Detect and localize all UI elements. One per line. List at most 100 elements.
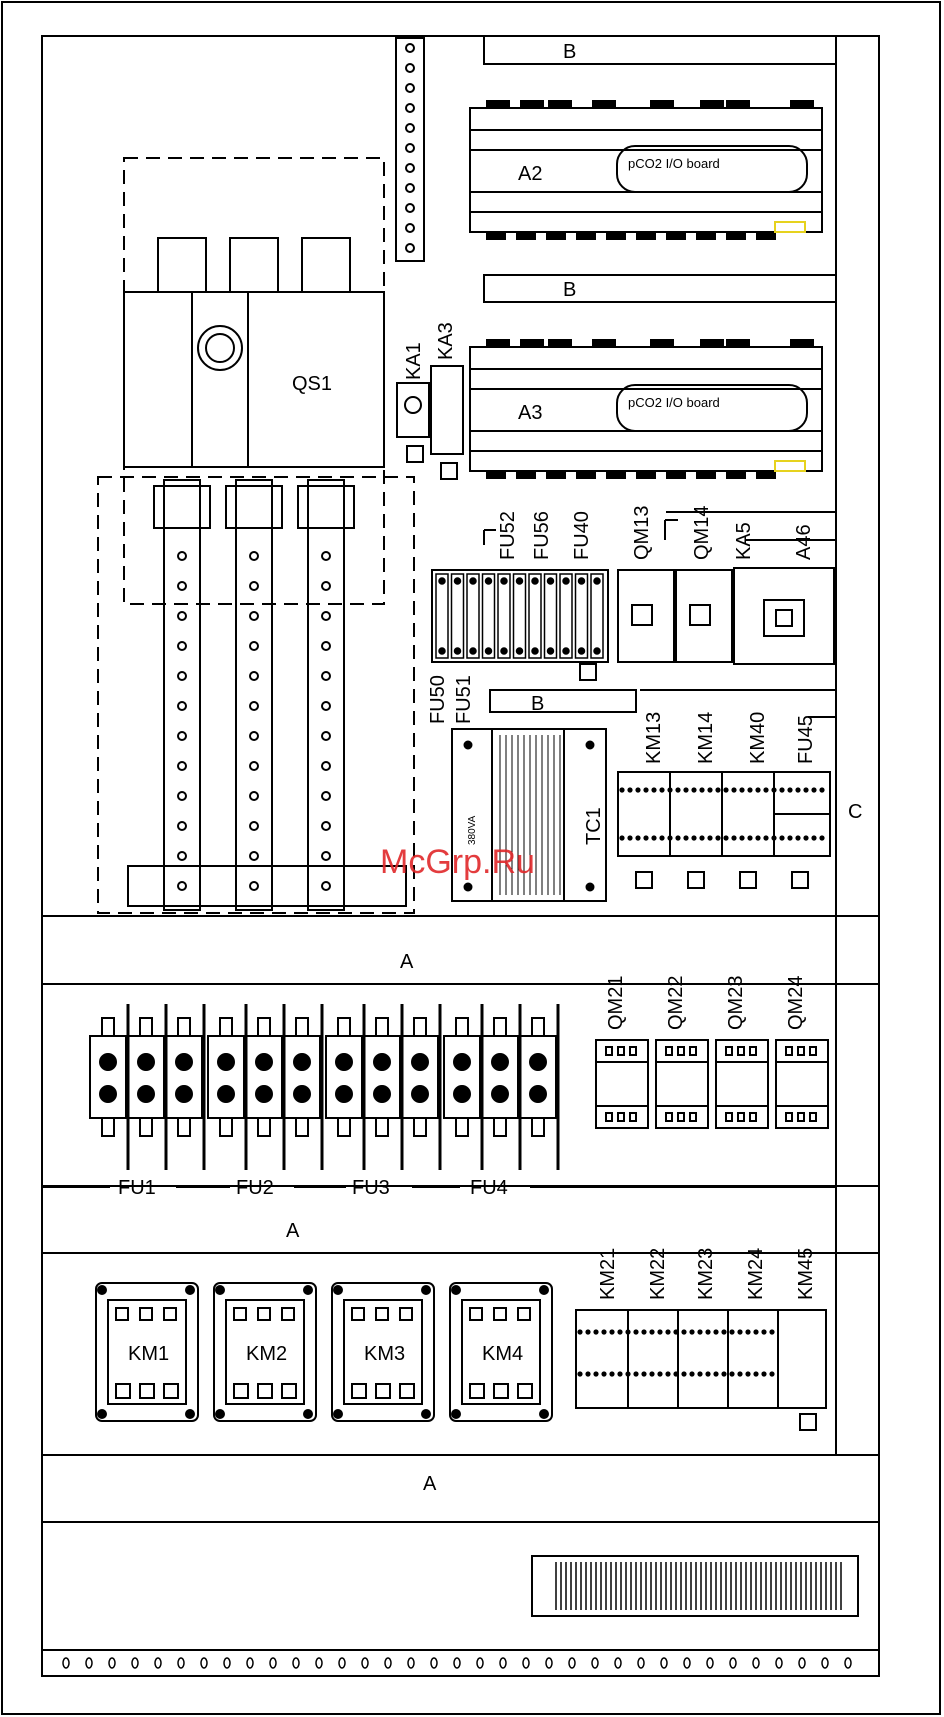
duct-label-a-3: A: [423, 1473, 437, 1495]
contact-dot: [729, 1329, 734, 1334]
mount-screw: [464, 883, 472, 891]
contactor-row-bottom-label: KM24: [745, 1248, 767, 1300]
fuse-top-lug: [532, 1018, 544, 1036]
busbar-hole: [322, 732, 330, 740]
contact-dot: [753, 1329, 758, 1334]
busbar-hole: [250, 822, 258, 830]
fuse-terminal: [486, 648, 492, 654]
contact-dot: [745, 1371, 750, 1376]
contactor-terminal: [116, 1384, 130, 1398]
busbar-hole: [178, 582, 186, 590]
fuse-terminal: [256, 1086, 272, 1102]
breaker-terminal: [678, 1047, 684, 1055]
rail-hole: [132, 1658, 138, 1668]
busbar-hole: [322, 552, 330, 560]
busbar: [236, 480, 272, 910]
main-switch-label: QS1: [292, 373, 332, 395]
fuse-holder: [246, 1036, 282, 1118]
rail-hole: [615, 1658, 621, 1668]
contactor-row-top-label: KM14: [695, 712, 717, 764]
contact-dot: [593, 1371, 598, 1376]
contactor-terminal: [140, 1308, 152, 1320]
fuse-top-lug: [338, 1018, 350, 1036]
fuse-holder: [482, 1036, 518, 1118]
fuse-module: [483, 574, 495, 658]
fuse-group-fu4: FU4: [470, 1177, 508, 1199]
transformer-label: TC1: [583, 807, 605, 845]
fuse-terminal: [176, 1054, 192, 1070]
contact-dot: [803, 787, 808, 792]
contactor-row-bottom-label: KM45: [795, 1248, 817, 1300]
breaker-terminal: [666, 1047, 672, 1055]
contact-dot: [635, 787, 640, 792]
contact-dot: [761, 1371, 766, 1376]
fuse-module: [514, 574, 526, 658]
busbar-hole: [250, 792, 258, 800]
duct-b-1: [484, 36, 836, 64]
contactor-terminal: [352, 1384, 366, 1398]
fuse-module: [576, 574, 588, 658]
fuse-holder: [284, 1036, 320, 1118]
contact-dot: [739, 835, 744, 840]
fuse-module: [529, 574, 541, 658]
fuse-top-lug: [102, 1018, 114, 1036]
busbar-hole: [250, 642, 258, 650]
mount-square: [688, 872, 704, 888]
upper-device-label: A46: [793, 524, 815, 560]
fuse-top-lug: [220, 1018, 232, 1036]
contactor-terminal: [400, 1384, 414, 1398]
contactor-terminal: [470, 1308, 482, 1320]
busbar-hole: [250, 702, 258, 710]
rail-hole: [155, 1658, 161, 1668]
fuse-module: [591, 574, 603, 658]
fuse-holder: [90, 1036, 126, 1118]
fuse-holder: [402, 1036, 438, 1118]
contact-dot: [713, 1329, 718, 1334]
duct-label-b-3: B: [531, 693, 544, 715]
busbar: [308, 480, 344, 910]
contact-dot: [691, 787, 696, 792]
contact-dot: [729, 1371, 734, 1376]
contact-dot: [697, 1371, 702, 1376]
fuse-terminal: [218, 1086, 234, 1102]
contact-dot: [699, 835, 704, 840]
fuse-terminal: [501, 648, 507, 654]
fuse-terminal: [336, 1086, 352, 1102]
fuse-terminal: [470, 578, 476, 584]
contact-dot: [763, 787, 768, 792]
rail-hole: [523, 1658, 529, 1668]
controller-pin: [576, 471, 596, 479]
terminal-dot: [406, 204, 414, 212]
fuse-bottom-lug: [456, 1118, 468, 1136]
terminal-dot: [406, 84, 414, 92]
fuse-holder: [364, 1036, 400, 1118]
fuse-terminal: [100, 1086, 116, 1102]
controller-pin: [576, 232, 596, 240]
contact-dot: [787, 835, 792, 840]
rail-hole: [477, 1658, 483, 1668]
rail-hole: [339, 1658, 345, 1668]
controller-a3-board: pCO2 I/O board: [628, 395, 720, 410]
controller-pin: [726, 339, 750, 347]
breaker-qm14: [676, 570, 732, 662]
contact-dot: [609, 1329, 614, 1334]
contact-dot: [745, 1329, 750, 1334]
fuse-terminal: [454, 1054, 470, 1070]
busbar-hole: [178, 702, 186, 710]
rail-hole: [638, 1658, 644, 1668]
rail-hole: [661, 1658, 667, 1668]
contactor-terminal: [470, 1384, 484, 1398]
busbar-hole: [322, 702, 330, 710]
contact-dot: [713, 1371, 718, 1376]
contactor-row-top-label: KM13: [643, 712, 665, 764]
breaker-terminal: [738, 1047, 744, 1055]
contact-dot: [721, 1371, 726, 1376]
contactor-screw: [216, 1410, 224, 1418]
contact-dot: [699, 787, 704, 792]
breaker-qm24: [776, 1040, 828, 1128]
contactor-terminal: [234, 1384, 248, 1398]
contact-dot: [779, 835, 784, 840]
fuse-terminal: [412, 1086, 428, 1102]
contact-dot: [627, 787, 632, 792]
